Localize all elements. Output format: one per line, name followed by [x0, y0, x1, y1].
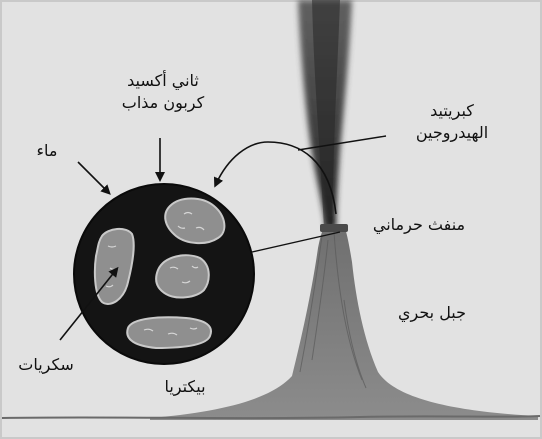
label-bacteria: بيكتريا: [130, 376, 240, 398]
label-vent: منفث حرماني: [364, 214, 474, 236]
label-water: ماء: [22, 140, 72, 162]
label-h2s-line2: الهيدروجين: [392, 122, 512, 144]
label-co2-line1: ثاني أكسيد: [108, 70, 218, 92]
bacteria-magnified-circle: [74, 184, 254, 364]
label-h2s-line1: كبريتيد: [392, 100, 512, 122]
label-co2-line2: كربون مذاب: [108, 92, 218, 114]
label-sugars: سكريات: [6, 354, 86, 376]
bacterium-shape: [156, 255, 209, 297]
bacterium-shape: [127, 317, 211, 348]
label-seamount: جبل بحري: [382, 302, 482, 324]
